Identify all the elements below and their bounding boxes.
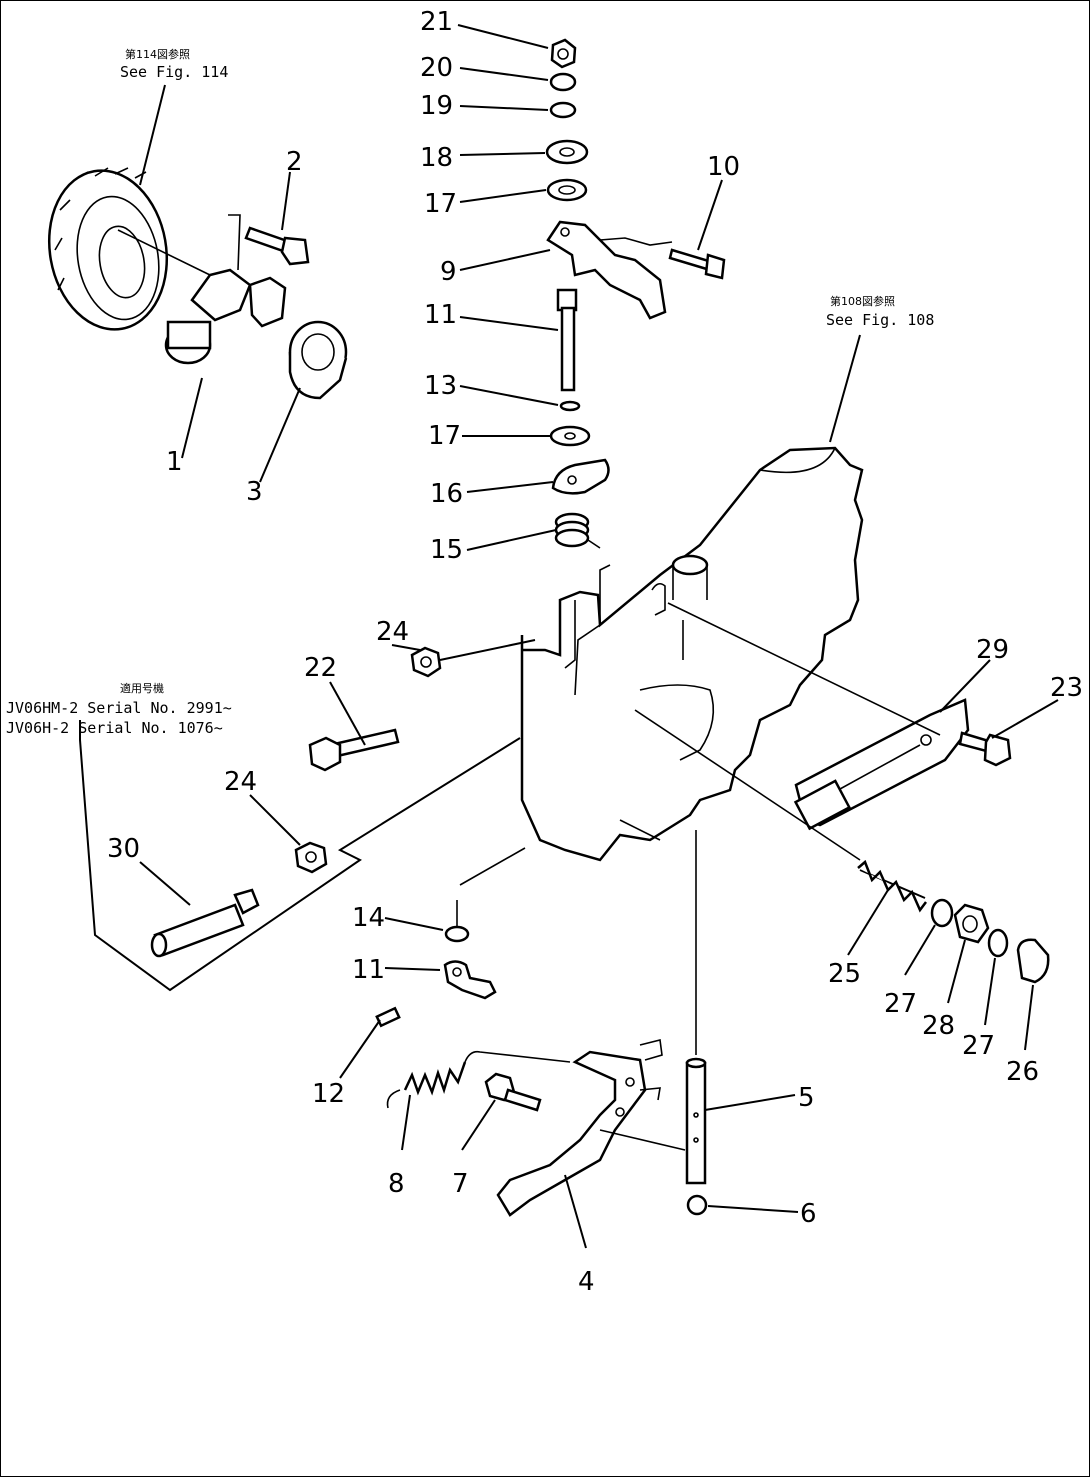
governor-housing <box>520 446 864 862</box>
assembly-line-24 <box>439 639 536 661</box>
callout-12: 12 <box>312 1079 345 1109</box>
callout-8: 8 <box>388 1169 405 1199</box>
washer-17-lower <box>549 425 591 447</box>
washer-17-upper <box>546 178 588 202</box>
serial-note-bracket <box>79 720 521 992</box>
callout-24-upper: 24 <box>376 617 409 647</box>
nut-24-lower <box>294 841 328 874</box>
callout-11-upper: 11 <box>424 300 457 330</box>
callout-18: 18 <box>420 143 453 173</box>
callout-4: 4 <box>578 1267 595 1297</box>
reference-fig114-jp: 第114図参照 <box>125 47 190 61</box>
callout-10: 10 <box>707 152 740 182</box>
callout-26: 26 <box>1006 1057 1039 1087</box>
callout-28: 28 <box>922 1011 955 1041</box>
assembly-line-29 <box>667 602 941 736</box>
callout-30: 30 <box>107 834 140 864</box>
bolt-2 <box>244 226 310 266</box>
callout-23: 23 <box>1050 673 1083 703</box>
washer-14 <box>444 925 470 943</box>
spring-8 <box>386 1050 571 1109</box>
reference-fig114: 第114図参照 See Fig. 114 <box>120 47 228 81</box>
serial-note: 適用号機 JV06HM-2 Serial No. 2991~ JV06H-2 S… <box>6 681 232 737</box>
lever-11-lower <box>443 960 497 1000</box>
nut-24-upper <box>410 646 442 678</box>
stud-30 <box>150 888 260 958</box>
assembly-line-25 <box>634 709 861 861</box>
callout-numbers: 21 20 19 18 17 10 9 11 13 17 16 15 2 1 3… <box>107 7 1083 1297</box>
ring-27-b <box>987 928 1009 958</box>
lever-4 <box>496 1039 686 1217</box>
callout-2: 2 <box>286 147 303 177</box>
link-29 <box>793 698 970 831</box>
callout-9: 9 <box>440 257 457 287</box>
roller-3 <box>288 320 348 400</box>
callout-29: 29 <box>976 635 1009 665</box>
washer-18 <box>545 139 589 165</box>
washer-19 <box>549 101 577 119</box>
reference-fig108-en: See Fig. 108 <box>826 311 934 329</box>
callout-17-lower: 17 <box>428 421 461 451</box>
leader-lines <box>139 24 1059 1249</box>
callout-27-b: 27 <box>962 1031 995 1061</box>
serial-note-line2: JV06H-2 Serial No. 1076~ <box>6 719 223 737</box>
callout-19: 19 <box>420 91 453 121</box>
lever-9 <box>546 220 673 320</box>
spring-15 <box>554 512 601 549</box>
callout-16: 16 <box>430 479 463 509</box>
bolt-23 <box>958 731 1012 767</box>
callout-17-upper: 17 <box>424 189 457 219</box>
nut-21 <box>550 38 577 69</box>
ring-13 <box>559 400 581 412</box>
callout-5: 5 <box>798 1083 815 1113</box>
shaft-11-upper <box>556 288 578 392</box>
ring-27-a <box>930 898 954 928</box>
ring-6 <box>686 1194 708 1216</box>
callout-15: 15 <box>430 535 463 565</box>
arm-part-1 <box>164 214 287 365</box>
callout-20: 20 <box>420 53 453 83</box>
cap-26 <box>1016 938 1050 984</box>
reference-fig108-jp: 第108図参照 <box>830 294 895 308</box>
callout-13: 13 <box>424 371 457 401</box>
bolt-10 <box>668 248 726 280</box>
bolt-7 <box>484 1072 542 1112</box>
spring-25 <box>857 859 927 913</box>
serial-note-jp: 適用号機 <box>120 681 164 695</box>
reference-fig108: 第108図参照 See Fig. 108 <box>826 294 934 329</box>
callout-7: 7 <box>452 1169 469 1199</box>
serial-note-line1: JV06HM-2 Serial No. 2991~ <box>6 699 232 717</box>
callout-11-lower: 11 <box>352 955 385 985</box>
pulley-drawing <box>47 167 211 331</box>
shaft-5 <box>685 830 707 1185</box>
callout-25: 25 <box>828 959 861 989</box>
callout-6: 6 <box>800 1199 817 1229</box>
callout-27-a: 27 <box>884 989 917 1019</box>
callout-22: 22 <box>304 653 337 683</box>
plate-16 <box>551 458 610 495</box>
callout-14: 14 <box>352 903 385 933</box>
nut-28 <box>953 903 990 944</box>
callout-3: 3 <box>246 477 263 507</box>
reference-fig114-en: See Fig. 114 <box>120 63 228 81</box>
callout-1: 1 <box>166 447 183 477</box>
callout-21: 21 <box>420 7 453 37</box>
callout-24-lower: 24 <box>224 767 257 797</box>
washer-20 <box>549 72 577 92</box>
